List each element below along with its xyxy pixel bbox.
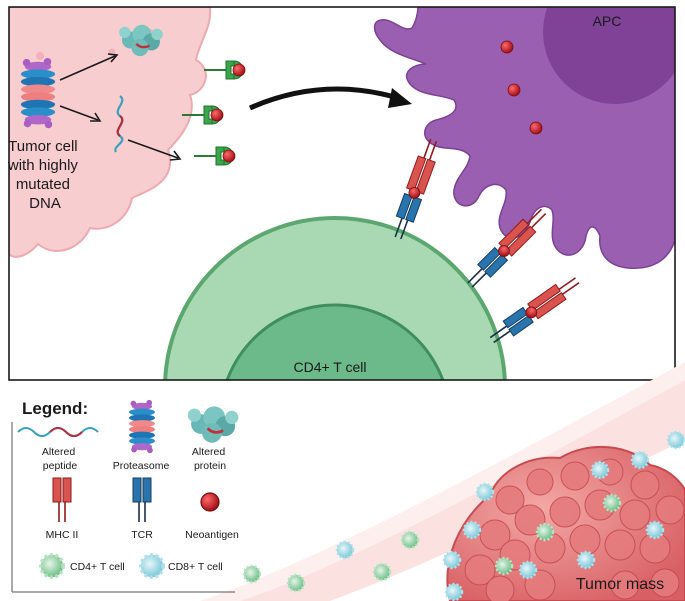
legend-cd4-icon [39,553,65,579]
legend-cd4-label: CD4+ T cell [70,561,125,573]
legend-cd8-icon [139,553,165,579]
legend-cd8-label: CD8+ T cell [168,561,223,573]
neoantigen-in-apc [507,83,521,97]
legend-altered-protein-label: Altered protein [192,446,228,472]
process-arrows [59,53,182,161]
legend-altered-peptide-icon [17,427,99,437]
neoantigen-in-apc [500,40,514,54]
apc-label: APC [593,13,622,29]
top-panel-frame [8,6,676,381]
legend: Legend: Altered peptide Proteasome Alter… [11,399,240,593]
tumor-cell [9,7,212,258]
tumor-mhc-receptor [203,60,246,80]
legend-altered-peptide-label: Altered peptide [42,446,78,472]
legend-title: Legend: [22,399,88,418]
transfer-arrow [248,86,399,111]
tcr-mhc-complex [390,137,442,241]
legend-mhc2-icon [52,477,72,523]
cd4-cell-label: CD4+ T cell [293,359,366,375]
tumor-cell-label: Tumor cell with highly mutated DNA [7,138,82,212]
cd4-t-cell-nucleus [225,303,445,380]
legend-altered-protein-icon [186,405,240,445]
legend-tcr-icon [132,477,152,523]
legend-proteasome-icon [129,399,155,454]
tumor-mhc-receptor [193,146,236,166]
tumor-mass-label: Tumor mass [576,576,664,593]
neoantigen-in-apc [529,121,543,135]
legend-proteasome-label: Proteasome [113,460,170,472]
tcr-mhc-complex [487,273,583,347]
legend-neoantigen-label: Neoantigen [185,529,239,541]
legend-tcr-label: TCR [131,529,153,541]
legend-mhc2-label: MHC II [46,529,79,541]
cd4-t-cell [163,216,507,380]
legend-neoantigen-icon [200,492,220,512]
apc-nucleus [543,7,675,104]
